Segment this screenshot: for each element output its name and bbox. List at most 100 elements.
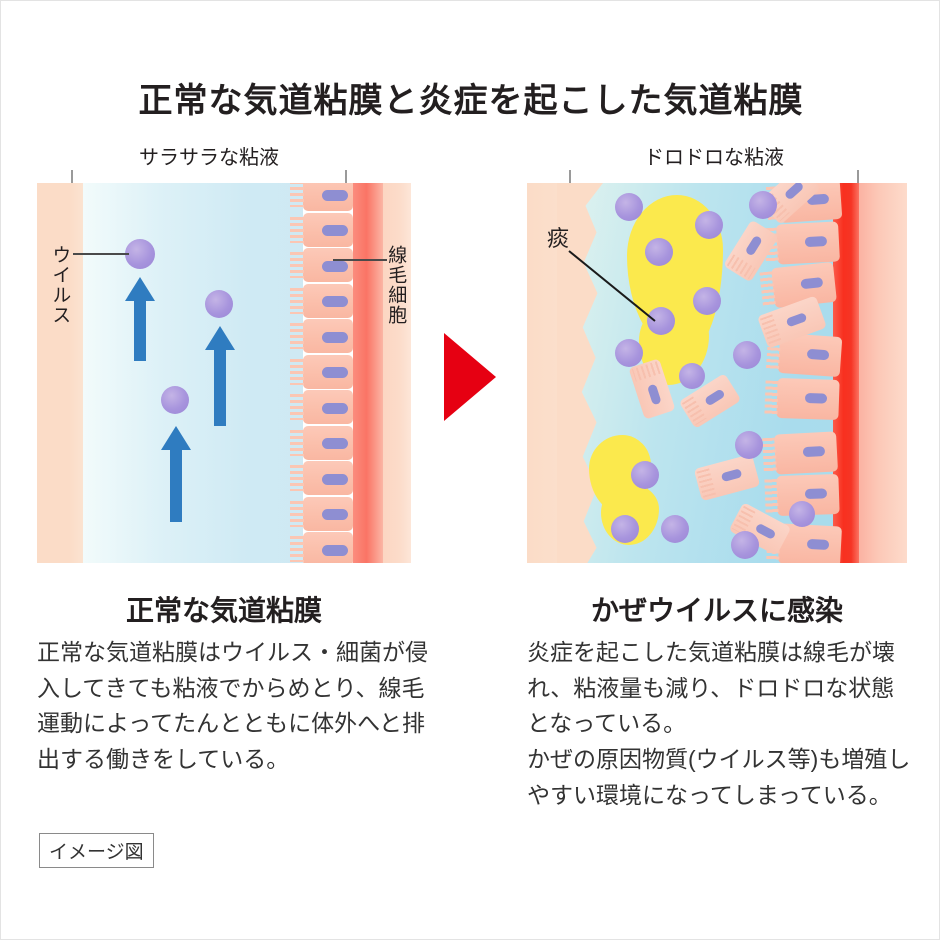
virus-particle bbox=[205, 290, 233, 318]
panel-normal-mucosa: ウイルス 線毛細胞 bbox=[37, 183, 411, 563]
virus-particle bbox=[695, 211, 723, 239]
right-caption-body: 炎症を起こした気道粘膜は線毛が壊れ、粘液量も減り、ドロドロな状態となっている。 … bbox=[527, 639, 911, 808]
virus-particle bbox=[615, 339, 643, 367]
cilia-fragment bbox=[696, 468, 717, 498]
cell-nucleus bbox=[646, 383, 662, 406]
ciliated-cell bbox=[290, 390, 353, 424]
cell-nucleus bbox=[322, 509, 348, 521]
ciliated-cell-label: 線毛細胞 bbox=[385, 245, 407, 325]
cilia bbox=[759, 271, 776, 307]
virus-particle bbox=[161, 386, 189, 414]
cilia bbox=[290, 216, 304, 243]
arrow-shaft bbox=[134, 297, 146, 361]
virus-particle bbox=[661, 515, 689, 543]
cell-nucleus bbox=[804, 236, 828, 248]
cell-nucleus bbox=[802, 446, 826, 458]
mucociliary-flow-arrow bbox=[161, 426, 191, 522]
cilia bbox=[290, 252, 304, 278]
mucus-layer-left bbox=[83, 183, 303, 563]
cell-nucleus bbox=[322, 438, 348, 450]
arrow-head bbox=[205, 326, 235, 350]
cell-nucleus bbox=[754, 522, 777, 540]
arrow-shaft bbox=[214, 346, 226, 426]
cell-nucleus bbox=[804, 393, 828, 405]
virus-particle bbox=[789, 501, 815, 527]
ciliated-cell bbox=[290, 283, 353, 318]
left-caption-heading: 正常な気道粘膜 bbox=[125, 595, 322, 626]
virus-particle bbox=[611, 515, 639, 543]
virus-leader-line bbox=[73, 253, 129, 255]
cilia bbox=[290, 287, 304, 314]
bracket-right: ドロドロな粘液 bbox=[569, 141, 859, 185]
cell-nucleus bbox=[322, 331, 348, 343]
cilia bbox=[290, 465, 304, 491]
ciliated-cell bbox=[290, 461, 353, 495]
cilia bbox=[764, 479, 779, 514]
cell-nucleus bbox=[785, 311, 808, 328]
cell-nucleus bbox=[744, 234, 763, 257]
phlegm-label: 痰 bbox=[547, 226, 570, 251]
mucociliary-flow-arrow bbox=[205, 326, 235, 426]
cell-nucleus bbox=[322, 296, 348, 308]
cilia bbox=[290, 358, 304, 385]
cilia bbox=[762, 437, 777, 473]
virus-particle bbox=[693, 287, 721, 315]
cell-nucleus bbox=[322, 225, 348, 237]
virus-particle bbox=[735, 431, 763, 459]
cilia bbox=[290, 323, 304, 349]
membrane-band-left bbox=[353, 183, 383, 563]
cell-nucleus bbox=[322, 260, 348, 272]
virus-particle bbox=[125, 239, 155, 269]
cilia bbox=[764, 380, 779, 415]
virus-particle bbox=[631, 461, 659, 489]
tissue-layer-left bbox=[37, 183, 83, 563]
cell-nucleus bbox=[703, 388, 726, 407]
image-note-badge: イメージ図 bbox=[39, 833, 154, 868]
cilia bbox=[290, 536, 304, 562]
ciliated-cell bbox=[290, 183, 353, 211]
ciliated-cell-leader-line bbox=[333, 259, 387, 261]
ciliated-cell bbox=[290, 425, 353, 460]
panel-infected-mucosa: 痰 bbox=[527, 183, 907, 563]
cell-nucleus bbox=[322, 189, 348, 201]
left-caption-body: 正常な気道粘膜はウイルス・細菌が侵入してきても粘液でからめとり、線毛運動によって… bbox=[37, 639, 428, 772]
attached-ciliated-cell bbox=[764, 377, 840, 421]
cilia bbox=[290, 183, 304, 207]
right-caption-heading: かぜウイルスに感染 bbox=[590, 595, 843, 626]
cell-nucleus bbox=[322, 473, 348, 485]
attached-ciliated-cell bbox=[764, 221, 841, 265]
virus-particle bbox=[749, 191, 777, 219]
cell-nucleus bbox=[804, 488, 828, 500]
cell-nucleus bbox=[800, 277, 824, 290]
transition-arrow-icon bbox=[444, 333, 496, 421]
bracket-left-label: サラサラな粘液 bbox=[71, 141, 347, 170]
ciliated-cell bbox=[290, 212, 353, 247]
virus-particle bbox=[645, 238, 673, 266]
virus-particle bbox=[733, 341, 761, 369]
arrow-head bbox=[125, 277, 155, 301]
virus-particle bbox=[679, 363, 705, 389]
ciliated-cell bbox=[290, 496, 353, 531]
virus-particle bbox=[647, 307, 675, 335]
arrow-head bbox=[161, 426, 191, 450]
cell-nucleus bbox=[322, 544, 348, 556]
ciliated-cell bbox=[290, 248, 353, 282]
attached-ciliated-cell bbox=[762, 431, 839, 475]
submucosa-layer-right bbox=[859, 183, 907, 563]
ciliated-cell bbox=[290, 532, 353, 563]
cilia bbox=[290, 500, 304, 527]
cilia bbox=[290, 394, 304, 420]
cell-nucleus bbox=[322, 402, 348, 414]
mucociliary-flow-arrow bbox=[125, 277, 155, 361]
bracket-right-label: ドロドロな粘液 bbox=[569, 141, 859, 170]
virus-particle bbox=[615, 193, 643, 221]
cell-nucleus bbox=[806, 349, 830, 361]
virus-label: ウイルス bbox=[49, 245, 71, 325]
virus-particle bbox=[731, 531, 759, 559]
cell-nucleus bbox=[806, 539, 830, 551]
cell-nucleus bbox=[322, 367, 348, 379]
cilia bbox=[290, 429, 304, 456]
arrow-shaft bbox=[170, 446, 182, 522]
submucosa-layer-left bbox=[383, 183, 411, 563]
